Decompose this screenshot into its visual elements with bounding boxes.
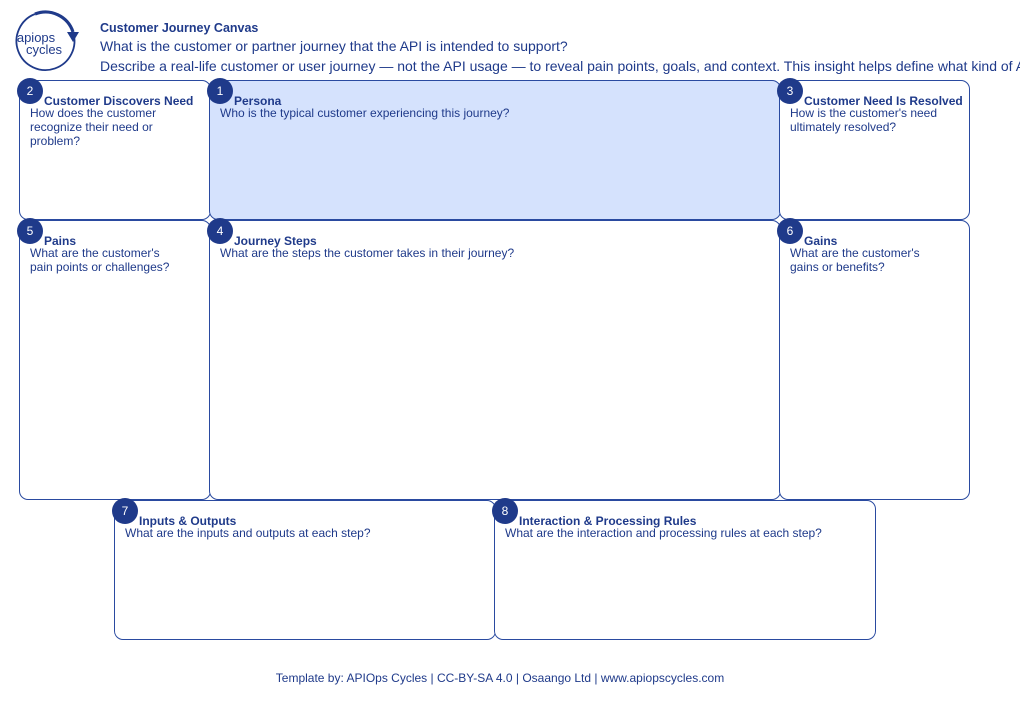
- inputs-outputs-prompt: What are the inputs and outputs at each …: [125, 526, 371, 540]
- customer-discovers-need-title: Customer Discovers Need: [44, 94, 194, 108]
- customer-discovers-need-prompt: How does the customer recognize their ne…: [30, 106, 157, 148]
- logo-text-cycles: cycles: [26, 42, 63, 57]
- section-number-badge: 6: [777, 218, 803, 244]
- customer-need-resolved-prompt: How is the customer's need ultimately re…: [790, 106, 938, 134]
- customer-need-resolved-title: Customer Need Is Resolved: [804, 94, 963, 108]
- pains-prompt: What are the customer's pain points or c…: [30, 246, 170, 274]
- journey-steps-title: Journey Steps: [234, 234, 317, 248]
- canvas-question: What is the customer or partner journey …: [100, 38, 568, 54]
- section-number-badge: 5: [17, 218, 43, 244]
- section-number-badge: 2: [17, 78, 43, 104]
- customer-need-resolved-box[interactable]: [779, 80, 970, 220]
- section-number-badge: 3: [777, 78, 803, 104]
- interaction-rules-title: Interaction & Processing Rules: [519, 514, 697, 528]
- template-credit-footer: Template by: APIOps Cycles | CC-BY-SA 4.…: [275, 671, 725, 685]
- interaction-rules-prompt: What are the interaction and processing …: [505, 526, 822, 540]
- journey-steps-prompt: What are the steps the customer takes in…: [220, 246, 515, 260]
- section-number-badge: 8: [492, 498, 518, 524]
- apiops-cycles-logo: apiops cycles: [15, 10, 79, 71]
- inputs-outputs-title: Inputs & Outputs: [139, 514, 237, 528]
- canvas-description: Describe a real-life customer or user jo…: [100, 58, 1020, 74]
- pains-box[interactable]: [19, 220, 211, 500]
- pains-title: Pains: [44, 234, 77, 248]
- logo-text-apiops: apiops: [17, 30, 56, 45]
- section-number-badge: 4: [207, 218, 233, 244]
- gains-prompt: What are the customer's gains or benefit…: [790, 246, 920, 274]
- journey-steps-box[interactable]: [209, 220, 781, 500]
- gains-box[interactable]: [779, 220, 970, 500]
- persona-prompt: Who is the typical customer experiencing…: [220, 106, 510, 120]
- persona-title: Persona: [234, 94, 282, 108]
- persona-box[interactable]: [209, 80, 781, 220]
- gains-title: Gains: [804, 234, 838, 248]
- interaction-rules-box[interactable]: [494, 500, 876, 640]
- section-number-badge: 7: [112, 498, 138, 524]
- inputs-outputs-box[interactable]: [114, 500, 496, 640]
- section-number-badge: 1: [207, 78, 233, 104]
- canvas-title: Customer Journey Canvas: [100, 21, 259, 35]
